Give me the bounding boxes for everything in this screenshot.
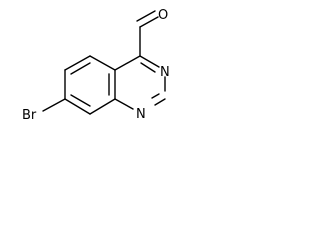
bond-n1-c8a <box>114 98 134 110</box>
structure-canvas: O N N Br <box>0 0 198 155</box>
bond-c4a-c5 <box>89 55 116 71</box>
bond-c5-c6 <box>64 55 91 71</box>
bond-c7-c8 <box>64 98 91 115</box>
bond-c2-n1-double <box>151 93 160 99</box>
bromine-atom-label: Br <box>22 108 37 123</box>
bond-cho-o <box>139 16 159 28</box>
nitrogen-top-atom-label: N <box>160 65 170 80</box>
bond-c7-br <box>42 98 66 112</box>
bond-c7-c8-double <box>70 94 91 107</box>
bond-c4a-c4 <box>114 55 141 71</box>
oxygen-atom-label: O <box>158 8 168 23</box>
bond-cho-o-double <box>136 10 156 22</box>
bond-c5-c6-double <box>70 62 91 75</box>
nitrogen-bottom-atom-label: N <box>136 107 146 122</box>
bond-c4-n3-double <box>140 62 156 73</box>
molecule-diagram: O N N Br <box>22 8 170 123</box>
bond-c2-n1 <box>154 98 166 106</box>
bond-c4-n3 <box>139 55 160 68</box>
bond-c8-c8a <box>89 98 116 115</box>
